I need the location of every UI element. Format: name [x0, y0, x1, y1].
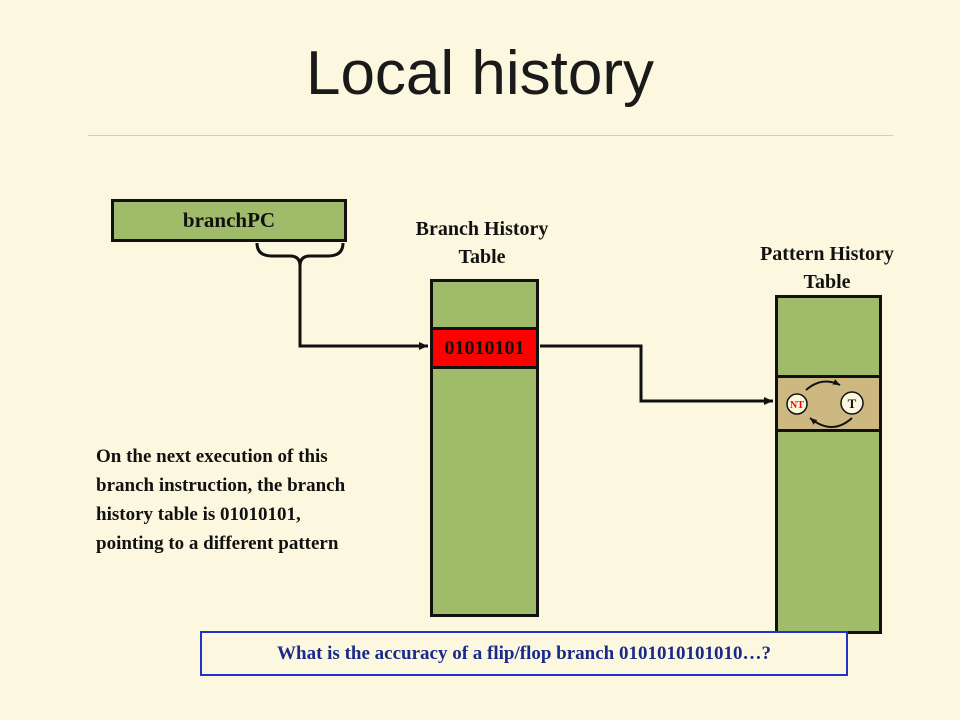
nt-state-circle — [786, 393, 808, 415]
pht-title-line2: Table — [803, 271, 851, 293]
note-line: On the next execution of this — [96, 446, 328, 467]
note-line: branch instruction, the branch — [96, 475, 346, 496]
branch-pc-box: branchPC — [111, 199, 347, 242]
question-box: What is the accuracy of a flip/flop bran… — [200, 631, 848, 676]
t-to-nt-transition — [809, 417, 853, 428]
pc-bits-brace — [255, 242, 345, 267]
bht-title: Branch History Table — [392, 215, 572, 271]
bht-title-line2: Table — [458, 246, 506, 268]
explanation-note: On the next execution of this branch ins… — [96, 442, 426, 558]
nt-to-t-transition — [805, 379, 841, 391]
title-divider — [88, 135, 893, 136]
bht-to-pht-arrow — [540, 344, 773, 405]
bht-entry: 01010101 — [430, 327, 539, 369]
pht-title: Pattern History Table — [737, 240, 917, 296]
bht-title-line1: Branch History — [415, 218, 549, 240]
note-line: history table is 01010101, — [96, 504, 301, 525]
pc-to-bht-arrow — [298, 266, 428, 350]
pattern-history-table — [775, 295, 882, 634]
note-line: pointing to a different pattern — [96, 533, 339, 554]
nt-state-label: NT — [790, 400, 804, 411]
t-state-circle — [840, 391, 864, 415]
question-text: What is the accuracy of a flip/flop bran… — [277, 643, 771, 664]
slide-title: Local history — [305, 39, 655, 108]
t-state-label: T — [848, 396, 857, 411]
branch-pc-label: branchPC — [182, 208, 276, 232]
bht-entry-value: 01010101 — [444, 337, 525, 359]
pht-title-line1: Pattern History — [760, 243, 894, 265]
